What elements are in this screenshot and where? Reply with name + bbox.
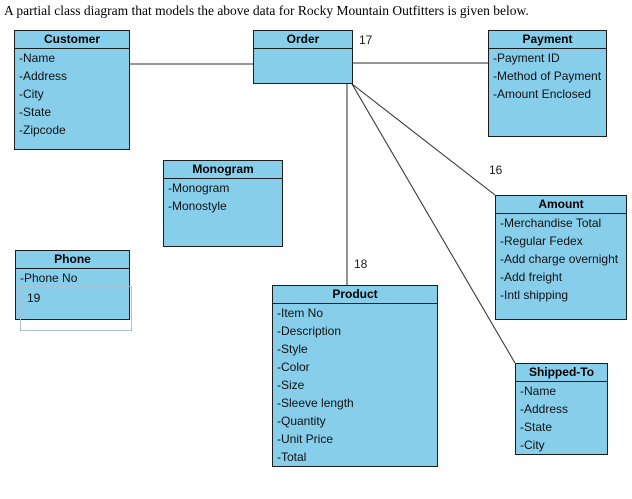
- class-box-product: Product -Item No -Description -Style -Co…: [272, 285, 438, 467]
- attr-product-color: -Color: [277, 360, 310, 374]
- attr-shippedto-address: -Address: [520, 402, 569, 416]
- attr-amount-fedex: -Regular Fedex: [500, 234, 583, 248]
- class-title-order: Order: [254, 31, 352, 49]
- class-title-payment: Payment: [489, 31, 606, 49]
- class-title-customer: Customer: [15, 31, 129, 49]
- attr-customer-city: -City: [19, 87, 44, 101]
- line-label-18: 18: [354, 257, 368, 271]
- attr-product-itemno: -Item No: [277, 306, 324, 320]
- annotation-box-19: 19: [20, 286, 132, 331]
- class-box-amount: Amount -Merchandise Total -Regular Fedex…: [495, 195, 627, 320]
- class-title-monogram: Monogram: [164, 161, 282, 179]
- attr-amount-freight: -Add freight: [500, 270, 563, 284]
- class-box-phone: Phone -Phone No: [15, 250, 130, 320]
- attr-product-size: -Size: [277, 378, 305, 392]
- attr-shippedto-city: -City: [520, 438, 545, 452]
- attr-amount-merchandise: -Merchandise Total: [500, 216, 602, 230]
- attr-amount-intl: -Intl shipping: [500, 288, 569, 302]
- attr-payment-enclosed: -Amount Enclosed: [493, 87, 592, 101]
- class-title-amount: Amount: [496, 196, 626, 214]
- attr-monogram-monogram: -Monogram: [168, 181, 230, 195]
- attr-product-sleeve: -Sleeve length: [277, 396, 354, 410]
- attr-payment-id: -Payment ID: [493, 51, 560, 65]
- class-title-shipped-to: Shipped-To: [516, 364, 607, 382]
- attr-product-total: -Total: [277, 450, 307, 464]
- attr-customer-zipcode: -Zipcode: [19, 123, 66, 137]
- attr-shippedto-state: -State: [520, 420, 553, 434]
- attr-shippedto-name: -Name: [520, 384, 557, 398]
- attr-amount-overnight: -Add charge overnight: [500, 252, 619, 266]
- line-label-17: 17: [359, 33, 373, 47]
- attr-customer-address: -Address: [19, 69, 68, 83]
- class-box-customer: Customer -Name -Address -City -State -Zi…: [14, 30, 130, 150]
- class-title-product: Product: [273, 286, 437, 304]
- class-title-phone: Phone: [16, 251, 129, 269]
- class-box-payment: Payment -Payment ID -Method of Payment -…: [488, 30, 607, 137]
- attr-customer-state: -State: [19, 105, 52, 119]
- attr-product-style: -Style: [277, 342, 308, 356]
- connector-order-amount: [351, 83, 496, 196]
- attr-payment-method: -Method of Payment: [493, 69, 602, 83]
- attr-product-quantity: -Quantity: [277, 414, 326, 428]
- attr-product-description: -Description: [277, 324, 342, 338]
- attr-phone-no: -Phone No: [20, 271, 78, 285]
- class-box-order: Order: [253, 30, 353, 84]
- line-label-16: 16: [489, 163, 503, 177]
- attr-customer-name: -Name: [19, 51, 56, 65]
- attr-monogram-monostyle: -Monostyle: [168, 199, 227, 213]
- attr-product-unitprice: -Unit Price: [277, 432, 334, 446]
- class-box-shipped-to: Shipped-To -Name -Address -State -City: [515, 363, 608, 455]
- annotation-label-19: 19: [27, 291, 41, 305]
- class-box-monogram: Monogram -Monogram -Monostyle: [163, 160, 283, 247]
- diagram-caption: A partial class diagram that models the …: [4, 3, 529, 18]
